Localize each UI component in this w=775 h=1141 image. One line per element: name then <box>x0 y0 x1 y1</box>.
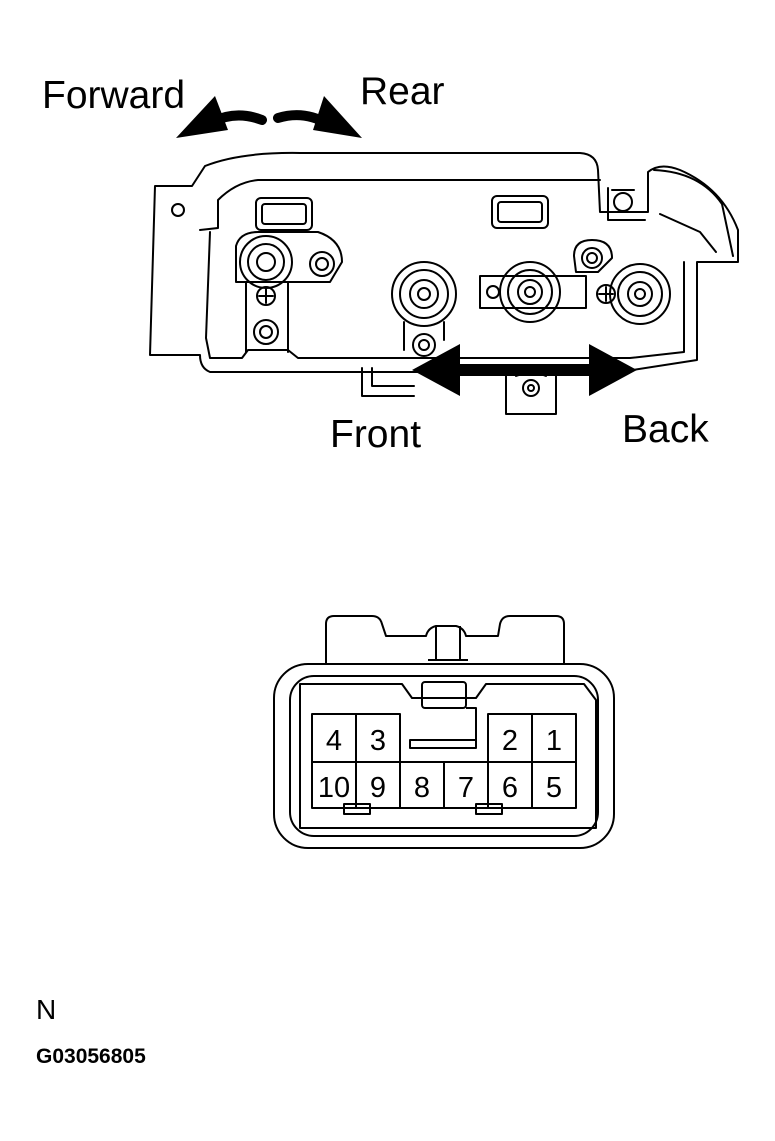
connector-diagram <box>273 615 615 849</box>
front-back-arrow <box>412 344 637 396</box>
slot-right <box>491 195 549 229</box>
pin-8: 8 <box>414 772 430 804</box>
pin-4: 4 <box>326 725 342 757</box>
switch-housing <box>149 151 739 373</box>
pin-2: 2 <box>502 725 518 757</box>
label-rear: Rear <box>360 70 445 113</box>
pin-9: 9 <box>370 772 386 804</box>
pin-5: 5 <box>546 772 562 804</box>
mount-hole-right <box>613 192 633 212</box>
lever-tab <box>653 169 734 257</box>
figure-code: G03056805 <box>36 1045 146 1068</box>
rear-arrow <box>273 96 362 138</box>
pin-3: 3 <box>370 725 386 757</box>
pin-6: 6 <box>502 772 518 804</box>
pin-7: 7 <box>458 772 474 804</box>
contact-center <box>391 261 457 357</box>
pin-1: 1 <box>546 725 562 757</box>
contact-right <box>479 239 671 325</box>
label-front: Front <box>330 413 422 456</box>
slot-left <box>255 197 313 231</box>
connector-shell <box>273 663 615 849</box>
pin-numbers: 4 3 2 1 10 9 8 7 6 5 <box>318 725 562 804</box>
switch-inner-housing <box>199 179 685 359</box>
mount-hole-left <box>171 203 185 217</box>
contact-left <box>235 231 343 353</box>
label-back: Back <box>622 408 709 451</box>
forward-arrow <box>176 96 267 138</box>
label-n: N <box>36 994 57 1025</box>
pin-10: 10 <box>318 772 350 804</box>
pin-grid <box>311 713 577 809</box>
label-forward: Forward <box>42 74 186 117</box>
